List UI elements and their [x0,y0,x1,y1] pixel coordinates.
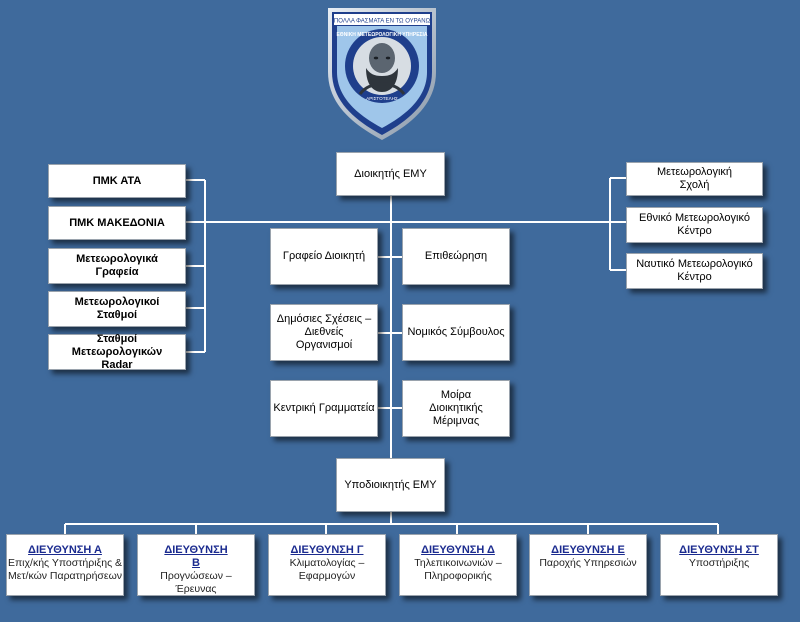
directorate-a: ΔΙΕΥΘΥΝΣΗ Α Επιχ/κής Υποστήριξης & Μετ/κ… [6,534,124,596]
directorate-title: ΔΙΕΥΘΥΝΣΗ ΣΤ [679,544,759,556]
directorate-g: ΔΙΕΥΘΥΝΣΗ Γ Κλιματολογίας – Εφαρμογών [268,534,386,596]
svg-text:ΕΘΝΙΚΗ ΜΕΤΕΩΡΟΛΟΓΙΚΗ ΥΠΗΡΕΣΙΑ: ΕΘΝΙΚΗ ΜΕΤΕΩΡΟΛΟΓΙΚΗ ΥΠΗΡΕΣΙΑ [336,32,427,38]
svg-text:ΑΡΙΣΤΟΤΕΛΗΣ: ΑΡΙΣΤΟΤΕΛΗΣ [366,96,398,101]
directorate-title: ΔΙΕΥΘΥΝΣΗ Β [164,544,228,569]
directorate-st: ΔΙΕΥΘΥΝΣΗ ΣΤ Υποστήριξης [660,534,778,596]
staff-label: Νομικός Σύμβουλος [407,326,505,338]
hnms-shield-logo: ΠΟΛΛΑ ΦΑΣΜΑΤΑ ΕΝ ΤΩ ΟΥΡΑΝΩ ΕΘΝΙΚΗ ΜΕΤΕΩΡ… [328,8,436,140]
staff-inspection: Επιθεώρηση [402,228,510,285]
right-unit-label: Ναυτικό Μετεωρολογικό Κέντρο [636,258,753,283]
left-unit-label: Σταθμοί Μετεωρολογικών Radar [71,332,163,371]
directorate-subtitle: Παροχής Υπηρεσιών [539,557,637,569]
left-unit-radar-stations: Σταθμοί Μετεωρολογικών Radar [48,332,186,371]
staff-central-secretariat: Κεντρική Γραμματεία [270,380,378,437]
deputy-label: Υποδιοικητής ΕΜΥ [344,478,437,491]
left-unit-label: Μετεωρολογικοί Σταθμοί [74,296,160,321]
left-unit-met-stations: Μετεωρολογικοί Σταθμοί [48,291,186,327]
directorate-title: ΔΙΕΥΘΥΝΣΗ Δ [421,544,495,556]
right-unit-label: Εθνικό Μετεωρολογικό Κέντρο [639,212,750,237]
left-unit-label: ΠΜΚ ΜΑΚΕΔΟΝΙΑ [69,216,165,229]
right-unit-national-met-center: Εθνικό Μετεωρολογικό Κέντρο [626,207,763,243]
staff-label: Δημόσιες Σχέσεις – Διεθνείς Οργανισμοί [276,313,372,351]
left-unit-pmk-ata: ΠΜΚ ΑΤΑ [48,164,186,198]
staff-legal-advisor: Νομικός Σύμβουλος [402,304,510,361]
staff-admin-support-wing: Μοίρα Διοικητικής Μέριμνας [402,380,510,437]
directorate-b: ΔΙΕΥΘΥΝΣΗ Β Προγνώσεων – Έρευνας [137,534,255,596]
right-unit-naval-met-center: Ναυτικό Μετεωρολογικό Κέντρο [626,253,763,289]
directorate-subtitle: Επιχ/κής Υποστήριξης & Μετ/κών Παρατηρήσ… [7,557,123,582]
staff-public-relations: Δημόσιες Σχέσεις – Διεθνείς Οργανισμοί [270,304,378,361]
staff-commander-office: Γραφείο Διοικητή [270,228,378,285]
left-unit-label: Μετεωρολογικά Γραφεία [76,253,158,278]
left-unit-met-offices: Μετεωρολογικά Γραφεία [48,248,186,284]
directorate-subtitle: Κλιματολογίας – Εφαρμογών [289,557,365,582]
staff-label: Επιθεώρηση [424,250,488,262]
right-unit-label: Μετεωρολογική Σχολή [656,166,733,191]
left-unit-label: ΠΜΚ ΑΤΑ [92,174,142,187]
svg-text:ΠΟΛΛΑ ΦΑΣΜΑΤΑ ΕΝ ΤΩ ΟΥΡΑΝΩ: ΠΟΛΛΑ ΦΑΣΜΑΤΑ ΕΝ ΤΩ ΟΥΡΑΝΩ [334,19,431,25]
directorate-subtitle: Υποστήριξης [688,557,750,569]
directorate-title: ΔΙΕΥΘΥΝΣΗ Γ [290,544,364,556]
directorate-subtitle: Τηλεπικοινωνιών – Πληροφορικής [414,557,502,582]
staff-label: Μοίρα Διοικητικής Μέριμνας [429,389,483,427]
directorate-e: ΔΙΕΥΘΥΝΣΗ Ε Παροχής Υπηρεσιών [529,534,647,596]
directorate-d: ΔΙΕΥΘΥΝΣΗ Δ Τηλεπικοινωνιών – Πληροφορικ… [399,534,517,596]
staff-label: Κεντρική Γραμματεία [273,402,375,414]
directorate-subtitle: Προγνώσεων – Έρευνας [160,570,232,595]
left-unit-pmk-makedonia: ΠΜΚ ΜΑΚΕΔΟΝΙΑ [48,206,186,240]
directorate-title: ΔΙΕΥΘΥΝΣΗ Α [28,544,102,556]
commander-box: Διοικητής ΕΜΥ [336,152,445,196]
directorate-title: ΔΙΕΥΘΥΝΣΗ Ε [551,544,625,556]
right-unit-met-school: Μετεωρολογική Σχολή [626,162,763,196]
staff-label: Γραφείο Διοικητή [282,250,366,262]
commander-label: Διοικητής ΕΜΥ [354,167,427,180]
deputy-commander-box: Υποδιοικητής ΕΜΥ [336,458,445,512]
